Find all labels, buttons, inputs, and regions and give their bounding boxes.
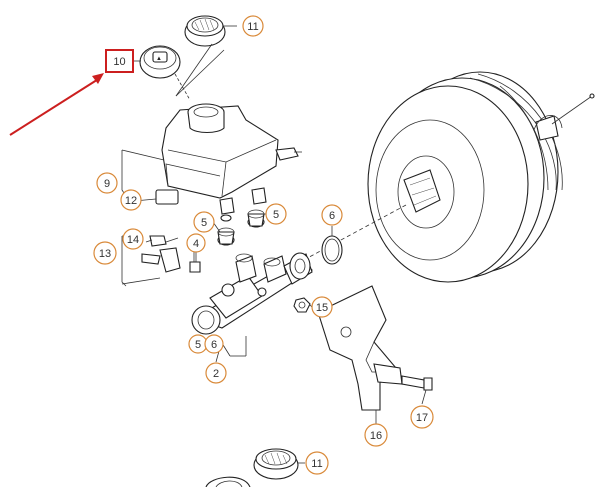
callout-13: 13 bbox=[93, 241, 117, 265]
callout-15: 15 bbox=[311, 296, 333, 318]
callout-16: 16 bbox=[364, 423, 388, 447]
o-ring bbox=[321, 235, 343, 265]
svg-text:13: 13 bbox=[99, 248, 111, 260]
callout-2: 2 bbox=[205, 362, 227, 384]
svg-text:5: 5 bbox=[201, 217, 207, 229]
callout-5-lower: 5 bbox=[188, 334, 208, 354]
reservoir-cap-11-top bbox=[184, 15, 226, 47]
svg-text:2: 2 bbox=[213, 368, 219, 380]
callout-11-top: 11 bbox=[242, 15, 264, 37]
bolt bbox=[401, 375, 433, 391]
svg-text:15: 15 bbox=[316, 302, 328, 314]
reservoir-cap-11-bottom bbox=[253, 448, 299, 480]
svg-text:12: 12 bbox=[125, 195, 137, 207]
seal-grommet-left bbox=[217, 214, 235, 246]
self-locking-nut bbox=[293, 297, 311, 313]
svg-text:16: 16 bbox=[370, 430, 382, 442]
callout-5-right: 5 bbox=[265, 203, 287, 225]
brake-master-cylinder bbox=[191, 252, 313, 357]
partial-cap-bottom bbox=[205, 476, 251, 487]
reservoir-cap-10: ▲ bbox=[139, 45, 181, 79]
callout-6: 6 bbox=[321, 204, 343, 226]
callout-9: 9 bbox=[96, 172, 118, 194]
svg-text:5: 5 bbox=[195, 339, 201, 351]
svg-text:11: 11 bbox=[247, 21, 258, 33]
brake-fluid-reservoir bbox=[155, 103, 302, 215]
svg-text:17: 17 bbox=[416, 412, 428, 424]
svg-text:11: 11 bbox=[311, 458, 322, 470]
svg-text:9: 9 bbox=[104, 178, 110, 190]
callout-4: 4 bbox=[186, 233, 206, 253]
brake-light-switch bbox=[141, 235, 201, 273]
svg-text:4: 4 bbox=[193, 238, 199, 250]
highlight-box bbox=[105, 49, 134, 73]
svg-text:▲: ▲ bbox=[156, 56, 162, 62]
callout-10-label: 10 bbox=[113, 56, 125, 68]
callout-11-bottom: 11 bbox=[305, 451, 329, 475]
callout-12: 12 bbox=[120, 189, 142, 211]
brake-booster bbox=[299, 71, 595, 283]
svg-text:14: 14 bbox=[127, 234, 139, 246]
callout-5-left: 5 bbox=[193, 211, 215, 233]
highlight-arrow bbox=[9, 73, 104, 136]
callout-6-lower: 6 bbox=[204, 334, 224, 354]
callout-17: 17 bbox=[410, 405, 434, 429]
svg-text:6: 6 bbox=[211, 339, 217, 351]
svg-text:6: 6 bbox=[329, 210, 335, 222]
seal-grommet-right bbox=[247, 209, 265, 228]
callout-14: 14 bbox=[122, 228, 144, 250]
svg-text:5: 5 bbox=[273, 209, 279, 221]
mounting-bracket bbox=[317, 285, 403, 411]
